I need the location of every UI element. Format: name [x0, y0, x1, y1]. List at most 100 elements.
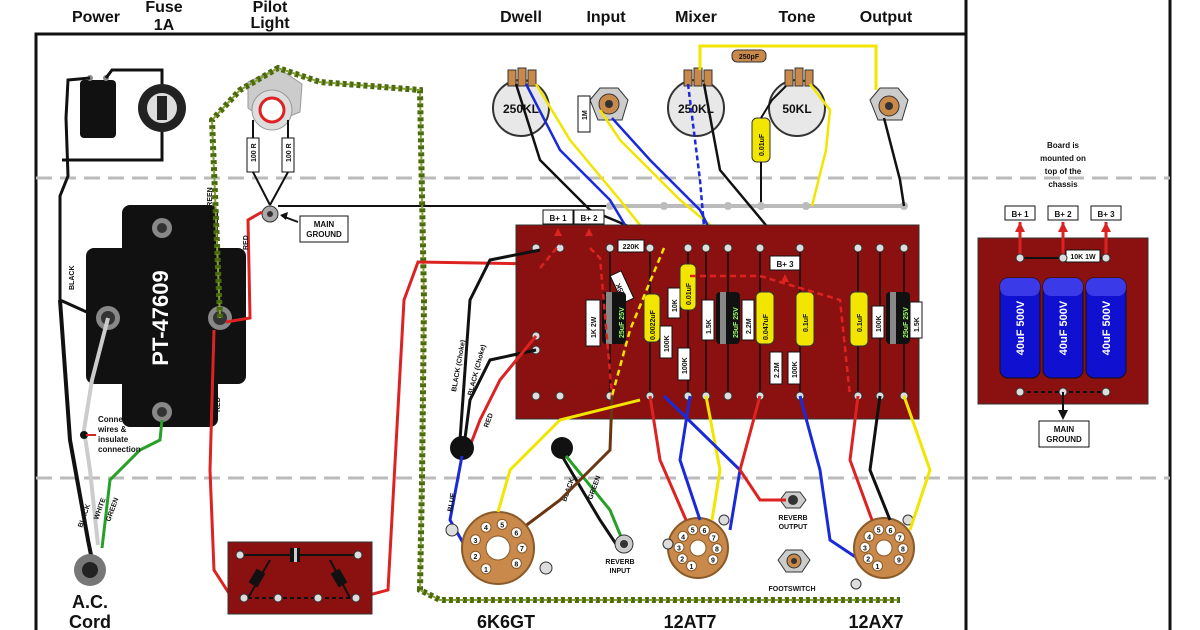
reverb-output-jack[interactable]: REVERB OUTPUT	[778, 491, 809, 531]
bplus-1-label: B+ 1	[549, 214, 567, 223]
filter-cap-1-label: 40uF 500V	[1015, 300, 1027, 355]
filter-cap-3: 40uF 500V	[1085, 277, 1127, 379]
socket-pin-label: 5	[877, 528, 881, 535]
connect-note-1: Connect	[98, 415, 130, 424]
pot-dwell[interactable]: 250KL	[492, 67, 550, 137]
jack-output[interactable]	[869, 87, 909, 121]
wire-label-red-1: RED	[243, 235, 250, 250]
header-tone: Tone	[778, 9, 815, 26]
cap-0-0022uf: 0.0022uF	[650, 309, 657, 340]
cap-25uf-b: 25uF 25V	[733, 307, 740, 338]
socket-pin	[859, 541, 871, 553]
socket-pin-label: 3	[863, 545, 867, 552]
resistor-1-5k-b: 1.5K	[706, 319, 713, 334]
cap-250pf-label: 250pF	[739, 54, 760, 61]
header-output: Output	[860, 9, 913, 26]
power-switch[interactable]	[80, 80, 116, 138]
turret-top	[723, 243, 733, 253]
board-note-2: mounted on	[1040, 154, 1086, 163]
socket-pin-label: 1	[484, 567, 488, 574]
resistor-1m: 1M	[582, 110, 589, 120]
reverb-output-label-1: REVERB	[778, 515, 807, 522]
board-note-3: top of the	[1045, 167, 1082, 176]
resistor-2-2m-a: 2.2M	[746, 318, 753, 334]
socket-pin-label: 1	[876, 564, 880, 571]
tube-label-12ax7: 12AX7	[848, 612, 903, 630]
socket-pin	[884, 524, 896, 536]
turret-top	[875, 243, 885, 253]
turret-bottom	[531, 391, 541, 401]
socket-pin	[516, 542, 528, 554]
socket-pin-label: 8	[715, 547, 719, 554]
header-power: Power	[72, 9, 120, 26]
pot-tone[interactable]: 50KL	[768, 67, 826, 137]
socket-pin-label: 1	[690, 564, 694, 571]
turret-top	[645, 243, 655, 253]
socket-pin-label: 4	[867, 534, 871, 541]
cap-0-01uf-board: 0.01uF	[686, 282, 693, 305]
main-ground-label-2: GROUND	[306, 230, 342, 239]
socket-pin	[469, 534, 481, 546]
filter-cap-3-label: 40uF 500V	[1101, 300, 1113, 355]
turret-board: B+ 1 B+ 2 B+ 3 1K 2W 220K 1.5K 25uF 25V …	[515, 209, 923, 420]
header-pilot: Pilot	[253, 0, 288, 16]
cap-0-1uf-a: 0.1uF	[803, 313, 810, 332]
socket-pin-label: 9	[897, 558, 901, 565]
resistor-100k-b: 100K	[682, 357, 689, 374]
resistor-100k-a: 100K	[664, 335, 671, 352]
socket-pin-label: 6	[514, 531, 518, 538]
reverb-input-label-2: INPUT	[610, 568, 632, 575]
connect-note-3: insulate	[98, 435, 129, 444]
wire-label-blue: BLUE	[447, 492, 457, 512]
footswitch-jack[interactable]: FOOTSWITCH	[768, 549, 816, 593]
wire-label-red-3: RED	[483, 412, 495, 428]
socket-pin-label: 3	[473, 538, 477, 545]
socket-pin	[510, 557, 522, 569]
wire-label-red-2: RED	[215, 397, 222, 412]
turret-top	[701, 243, 711, 253]
ac-cord-label-1: A.C.	[72, 592, 108, 612]
cap-0-1uf-b: 0.1uF	[857, 313, 864, 332]
header-dwell: Dwell	[500, 9, 542, 26]
socket-pin	[863, 530, 875, 542]
bplus-3-label: B+ 3	[776, 260, 794, 269]
socket-pin	[893, 554, 905, 566]
pot-tone-value: 50KL	[782, 102, 811, 116]
main-ground-right-2: GROUND	[1046, 435, 1082, 444]
resistor-10k: 10K	[672, 299, 679, 312]
bplus-2-right: B+ 2	[1054, 210, 1072, 219]
socket-pin-label: 6	[889, 528, 893, 535]
filter-cap-2: 40uF 500V	[1042, 277, 1084, 379]
socket-pin-label: 4	[681, 534, 685, 541]
socket-pin	[708, 531, 720, 543]
socket-pin-label: 4	[484, 525, 488, 532]
pot-mixer-value: 250KL	[678, 102, 714, 116]
reverb-grommet	[551, 437, 573, 459]
resistor-1k-2w: 1K 2W	[591, 316, 598, 338]
socket-pin-label: 2	[473, 554, 477, 561]
cap-001uf-tone-label: 0.01uF	[759, 133, 766, 156]
socket-pin-label: 8	[514, 561, 518, 568]
header-light: Light	[250, 15, 290, 32]
cap-25uf-a: 25uF 25V	[619, 307, 626, 338]
turret-top	[683, 243, 693, 253]
resistor-100r-b: 100 R	[286, 143, 293, 162]
socket-pin	[872, 560, 884, 572]
connect-note-4: connection	[98, 445, 141, 454]
filter-cap-board: Board is mounted on top of the chassis B…	[977, 141, 1149, 448]
socket-pin	[469, 550, 481, 562]
jack-input[interactable]: 1M	[577, 87, 629, 133]
ac-cord-label-2: Cord	[69, 612, 111, 630]
main-ground-label-1: MAIN	[314, 220, 335, 229]
footswitch-label: FOOTSWITCH	[768, 586, 815, 593]
socket-pin-label: 6	[703, 528, 707, 535]
socket-pin-label: 3	[677, 545, 681, 552]
reverb-input-label-1: REVERB	[605, 559, 634, 566]
socket-pin	[686, 560, 698, 572]
reverb-input-jack[interactable]: REVERB INPUT	[605, 534, 635, 575]
turret-top	[795, 243, 805, 253]
reverb-output-label-2: OUTPUT	[779, 524, 809, 531]
wire-label-white-1: WHITE	[101, 357, 108, 380]
